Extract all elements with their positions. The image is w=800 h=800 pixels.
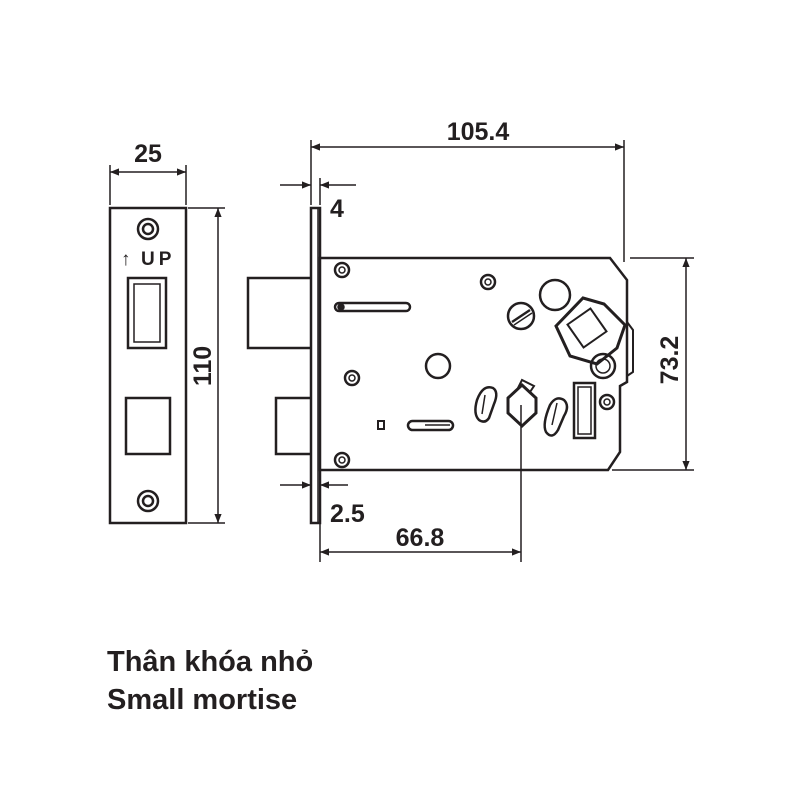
lock-side-view bbox=[246, 206, 634, 525]
cylinder-right-lever bbox=[543, 397, 569, 437]
faceplate-width-dimension bbox=[109, 165, 187, 205]
forend-offset-label: 2.5 bbox=[330, 500, 365, 528]
latch-opening bbox=[126, 276, 168, 350]
caption-vietnamese: Thân khóa nhỏ bbox=[107, 646, 314, 678]
case-length-dimension bbox=[310, 140, 625, 262]
case-height-dimension bbox=[612, 257, 694, 471]
latch-bolt bbox=[246, 276, 314, 350]
case-height-label: 73.2 bbox=[656, 336, 684, 385]
faceplate-screw-hole-bottom-inner bbox=[141, 494, 155, 508]
faceplate-outline bbox=[108, 206, 188, 525]
case-screw-top-left bbox=[333, 261, 351, 279]
cylinder-cam bbox=[506, 382, 538, 429]
small-square-mark bbox=[377, 420, 385, 430]
latch-opening-inner bbox=[133, 283, 161, 343]
faceplate-front-view bbox=[108, 206, 188, 525]
latch-spindle-follower bbox=[554, 296, 627, 366]
up-label: UP bbox=[141, 249, 175, 270]
case-screw-top-middle bbox=[479, 273, 497, 291]
latch-slot bbox=[333, 301, 412, 313]
case-screw-middle-left bbox=[343, 369, 361, 387]
faceplate-height-label: 110 bbox=[189, 346, 217, 386]
faceplate-height-dimension bbox=[188, 207, 225, 524]
latch-spindle-square bbox=[566, 307, 608, 349]
forend-offset-dimension bbox=[280, 472, 348, 562]
deadbolt-stop-block bbox=[572, 381, 597, 440]
spindle-pin-top bbox=[538, 278, 572, 312]
case-screw-right bbox=[598, 393, 616, 411]
deadbolt-opening bbox=[124, 396, 172, 456]
deadbolt bbox=[274, 396, 314, 456]
faceplate-screw-hole-top-inner bbox=[141, 222, 155, 236]
faceplate-screw-hole-top bbox=[136, 217, 160, 241]
latch-follower-pin bbox=[589, 352, 617, 380]
centre-hole bbox=[424, 352, 452, 380]
backset-dimension bbox=[320, 405, 522, 562]
cylinder-left-lever bbox=[474, 386, 498, 423]
case-screw-bottom-left bbox=[333, 451, 351, 469]
lock-case-edge bbox=[626, 321, 634, 377]
spindle-pin-slot bbox=[506, 301, 536, 331]
up-arrow-icon: ↑ bbox=[121, 249, 131, 270]
caption-english: Small mortise bbox=[107, 684, 298, 716]
case-length-label: 105.4 bbox=[447, 118, 510, 146]
faceplate-thickness-label: 4 bbox=[330, 195, 344, 223]
deadbolt-slot bbox=[406, 419, 455, 432]
faceplate-screw-hole-bottom bbox=[136, 489, 160, 513]
faceplate-thickness-dimension bbox=[280, 178, 356, 205]
backset-label: 66.8 bbox=[396, 524, 445, 552]
faceplate-width-label: 25 bbox=[134, 140, 162, 168]
